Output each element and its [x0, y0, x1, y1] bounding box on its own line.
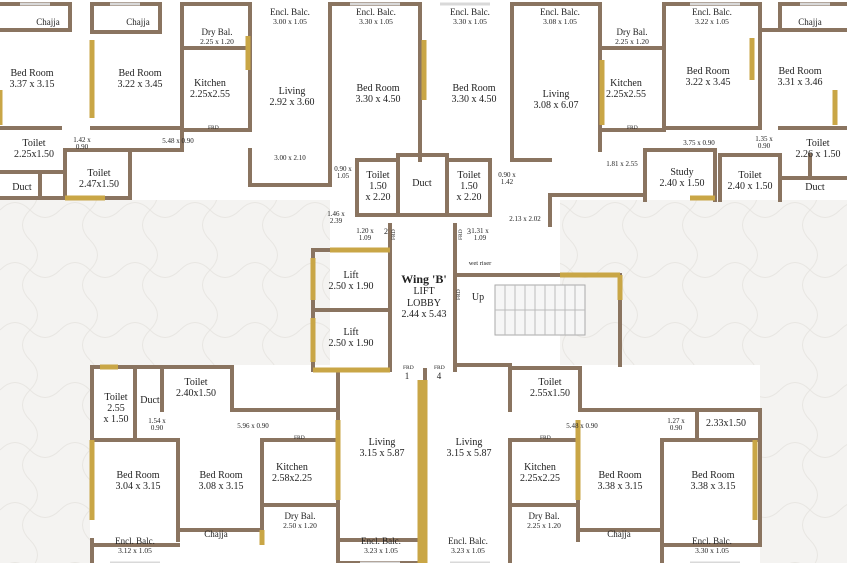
room-chajja: Chajja	[798, 17, 822, 27]
passage-dimension: 0.90 x 1.42	[498, 171, 516, 187]
room-chajja: Chajja	[36, 17, 60, 27]
frd-marker: FRD	[434, 365, 445, 371]
room-dry-balcony: Dry Bal.2.25 x 1.20	[615, 27, 649, 46]
room-enclosed-balcony: Encl. Balc.3.30 x 1.05	[356, 7, 396, 26]
room-dry-balcony: Dry Bal.2.50 x 1.20	[283, 511, 317, 530]
staircase	[494, 284, 586, 336]
lift-number: 1	[404, 371, 410, 381]
wing-label: Wing 'B' LIFT LOBBY 2.44 x 5.43	[401, 272, 447, 320]
passage-dimension: 1.54 x 0.90	[148, 417, 166, 433]
passage-dimension: 1.20 x 1.09	[356, 227, 374, 243]
passage-dimension: 0.90 x 1.05	[334, 165, 352, 181]
passage-dimension: 5.48 x 0.90	[566, 422, 598, 430]
room-enclosed-balcony: Encl. Balc.3.23 x 1.05	[361, 536, 401, 555]
accent-walls	[0, 36, 838, 563]
frd-marker: FRD	[294, 435, 305, 441]
frd-marker: FRD	[456, 289, 462, 300]
passage-dimension: 5.48 x 0.90	[162, 137, 194, 145]
frd-marker: FRD	[391, 229, 397, 240]
passage-dimension: 5.96 x 0.90	[237, 422, 269, 430]
room-duct: Duct	[140, 395, 160, 406]
frd-marker: FRD	[208, 125, 219, 131]
frd-marker: FRD	[458, 229, 464, 240]
passage-dimension: 1.35 x 0.90	[755, 135, 773, 151]
frd-marker: FRD	[540, 435, 551, 441]
wing-title: Wing 'B'	[401, 272, 447, 286]
room-enclosed-balcony: Encl. Balc.3.12 x 1.05	[115, 536, 155, 555]
room-enclosed-balcony: Encl. Balc.3.00 x 1.05	[270, 7, 310, 26]
room-chajja: Chajja	[607, 529, 631, 539]
lift-number: 3	[467, 227, 471, 236]
frd-marker: FRD	[403, 365, 414, 371]
lobby-dimensions: 2.44 x 5.43	[401, 308, 447, 320]
lift-number: 4	[436, 371, 442, 381]
room-duct: Duct	[805, 182, 825, 193]
room-enclosed-balcony: Encl. Balc.3.22 x 1.05	[692, 7, 732, 26]
passage-dimension: 1.31 x 1.09	[471, 227, 489, 243]
passage-dimension: 1.42 x 0.90	[73, 136, 91, 152]
lift-number: 2	[384, 227, 388, 236]
room-duct: Duct	[412, 178, 432, 189]
passage-dimension: 2.13 x 2.02	[509, 215, 541, 223]
passage-dimension: 1.46 x 2.39	[327, 210, 345, 226]
room-dry-balcony: Dry Bal.2.25 x 1.20	[527, 511, 561, 530]
passage-dimension: 3.00 x 2.10	[274, 154, 306, 162]
windows	[20, 2, 830, 563]
room-duct: Duct	[12, 182, 32, 193]
room-enclosed-balcony: Encl. Balc.3.30 x 1.05	[450, 7, 490, 26]
room-enclosed-balcony: Encl. Balc.3.23 x 1.05	[448, 536, 488, 555]
passage-dimension: 1.81 x 2.55	[606, 160, 638, 168]
stair-up-label: Up	[471, 292, 485, 303]
lobby-name: LIFT LOBBY	[407, 286, 441, 309]
passage-dimension: 1.27 x 0.90	[667, 417, 685, 433]
frd-marker: FRD	[627, 125, 638, 131]
room-enclosed-balcony: Encl. Balc.3.30 x 1.05	[692, 536, 732, 555]
room-dry-balcony: Dry Bal.2.25 x 1.20	[200, 27, 234, 46]
wet-riser-label: wet riser	[468, 260, 492, 267]
room-unnamed: 2.33x1.50	[706, 418, 746, 429]
passage-dimension: 3.75 x 0.90	[683, 139, 715, 147]
room-enclosed-balcony: Encl. Balc.3.08 x 1.05	[540, 7, 580, 26]
room-chajja: Chajja	[126, 17, 150, 27]
room-chajja: Chajja	[204, 529, 228, 539]
